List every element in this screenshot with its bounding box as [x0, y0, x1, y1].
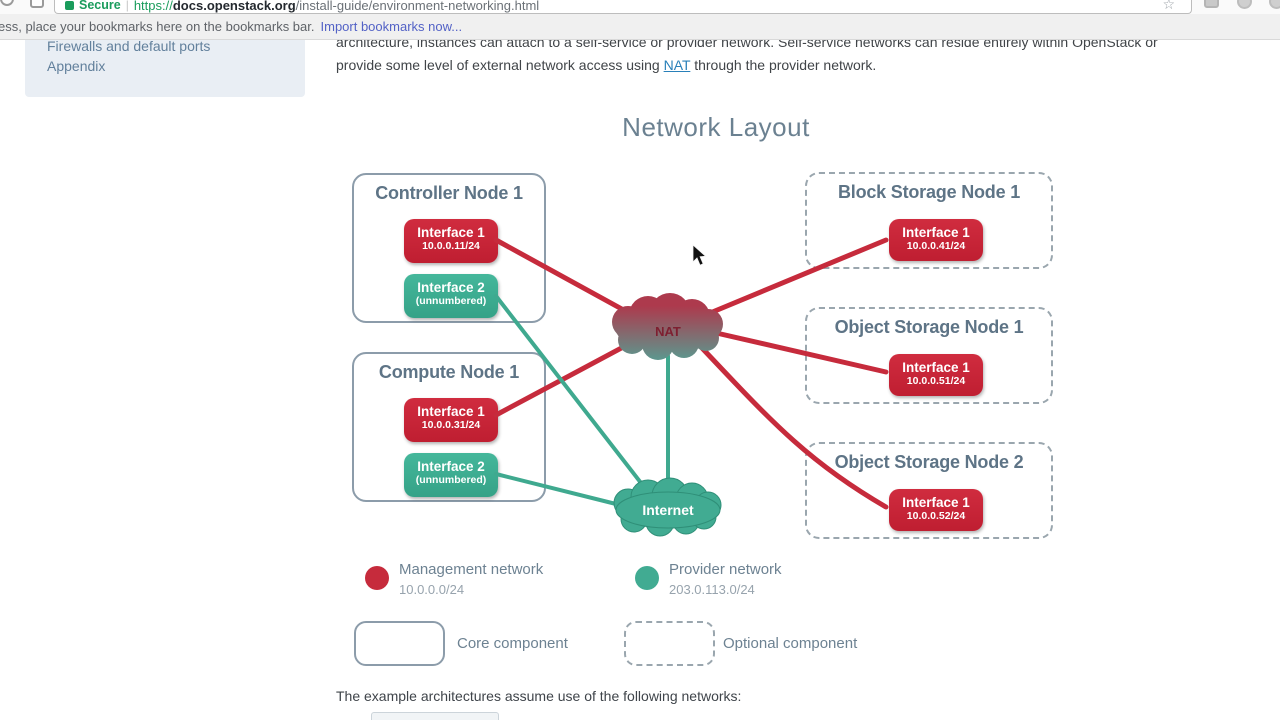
- url-scheme: https://: [133, 0, 173, 13]
- outro-paragraph: The example architectures assume use of …: [336, 688, 742, 704]
- sidebar-item-appendix[interactable]: Appendix: [47, 58, 106, 74]
- diagram-title: Network Layout: [622, 112, 810, 142]
- url-path: /install-guide/environment-networking.ht…: [295, 0, 540, 13]
- node-title: Compute Node 1: [378, 362, 520, 382]
- bookmarks-hint: ess, place your bookmarks here on the bo…: [0, 19, 315, 34]
- interface-label: Interface 1: [902, 360, 970, 375]
- interface-subnet: (unnumbered): [415, 295, 487, 307]
- node-title: Block Storage Node 1: [837, 182, 1021, 202]
- address-separator: |: [125, 0, 129, 12]
- interface-box: Interface 1 10.0.0.51/24: [889, 354, 983, 396]
- nat-cloud-label: NAT: [655, 324, 681, 339]
- node-title: Object Storage Node 1: [834, 317, 1024, 337]
- legend-optional-label: Optional component: [723, 635, 858, 652]
- import-bookmarks-link[interactable]: Import bookmarks now...: [320, 19, 463, 34]
- clipped-list-item: [371, 712, 499, 720]
- interface-box: Interface 1 10.0.0.11/24: [404, 219, 498, 263]
- lock-icon: [65, 0, 74, 10]
- provider-network-dot: [635, 566, 659, 590]
- internet-cloud: [613, 477, 722, 537]
- security-label: Secure: [79, 0, 121, 12]
- nat-link[interactable]: NAT: [663, 57, 691, 73]
- profile-icon[interactable]: [1237, 0, 1252, 9]
- interface-box: Interface 1 10.0.0.52/24: [889, 489, 983, 531]
- node-title: Object Storage Node 2: [834, 452, 1024, 472]
- node-title: Controller Node 1: [375, 183, 523, 203]
- interface-box: Interface 1 10.0.0.31/24: [404, 398, 498, 442]
- interface-subnet: 10.0.0.52/24: [906, 510, 966, 522]
- interface-box: Interface 2 (unnumbered): [404, 453, 498, 497]
- docs-sidebar: Firewalls and default ports Appendix: [25, 40, 305, 97]
- address-bar[interactable]: Secure | https://docs.openstack.org/inst…: [54, 0, 1192, 14]
- interface-subnet: 10.0.0.41/24: [906, 240, 966, 252]
- legend-provider-subnet: 203.0.113.0/24: [669, 582, 755, 597]
- url-host: docs.openstack.org: [172, 0, 296, 13]
- interface-subnet: (unnumbered): [415, 474, 487, 486]
- mouse-cursor: [692, 244, 707, 266]
- interface-box: Interface 1 10.0.0.41/24: [889, 219, 983, 261]
- legend-management-subnet: 10.0.0.0/24: [399, 582, 465, 597]
- menu-icon[interactable]: [1269, 0, 1280, 9]
- sidebar-item-firewalls[interactable]: Firewalls and default ports: [47, 40, 211, 54]
- bookmark-star-icon[interactable]: ☆: [1162, 0, 1175, 12]
- intro-paragraph-line2: provide some level of external network a…: [336, 57, 877, 73]
- url-text[interactable]: https://docs.openstack.org/install-guide…: [134, 0, 539, 13]
- interface-subnet: 10.0.0.11/24: [422, 240, 480, 252]
- interface-subnet: 10.0.0.51/24: [906, 375, 966, 387]
- interface-label: Interface 1: [902, 495, 970, 510]
- home-icon[interactable]: [30, 0, 44, 8]
- nat-cloud: [612, 293, 723, 360]
- legend-management-label: Management network: [399, 561, 544, 578]
- management-network-dot: [365, 566, 389, 590]
- interface-subnet: 10.0.0.31/24: [421, 419, 481, 431]
- node-block-storage-1: Block Storage Node 1 Interface 1 10.0.0.…: [805, 172, 1053, 269]
- legend-provider-label: Provider network: [669, 561, 782, 578]
- browser-toolbar: Secure | https://docs.openstack.org/inst…: [0, 0, 1280, 14]
- interface-label: Interface 2: [417, 459, 485, 474]
- interface-label: Interface 1: [417, 225, 485, 240]
- interface-label: Interface 1: [902, 225, 970, 240]
- internet-cloud-label: Internet: [642, 502, 694, 518]
- node-object-storage-1: Object Storage Node 1 Interface 1 10.0.0…: [805, 307, 1053, 404]
- legend-core-label: Core component: [457, 635, 568, 652]
- node-compute: Compute Node 1 Interface 1 10.0.0.31/24 …: [352, 352, 546, 502]
- interface-box: Interface 2 (unnumbered): [404, 274, 498, 318]
- reload-icon[interactable]: [0, 0, 14, 6]
- extension-icon[interactable]: [1204, 0, 1219, 8]
- bookmarks-bar: ess, place your bookmarks here on the bo…: [0, 14, 1280, 40]
- node-object-storage-2: Object Storage Node 2 Interface 1 10.0.0…: [805, 442, 1053, 539]
- core-component-sample: [354, 621, 445, 666]
- interface-label: Interface 1: [417, 404, 485, 419]
- optional-component-sample: [624, 621, 715, 666]
- interface-label: Interface 2: [417, 280, 485, 295]
- node-controller: Controller Node 1 Interface 1 10.0.0.11/…: [352, 173, 546, 323]
